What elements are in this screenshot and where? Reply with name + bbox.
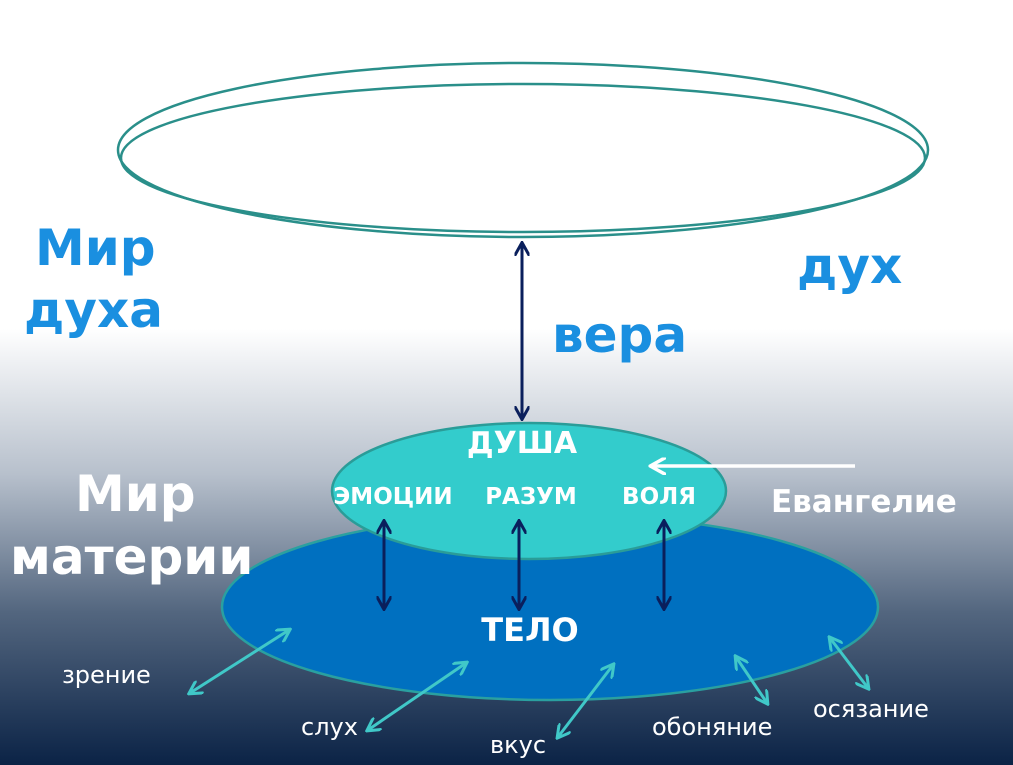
faith-label: вера — [552, 306, 687, 364]
spirit-world-line1: Мир — [35, 219, 156, 277]
sense-hearing: слух — [301, 713, 358, 741]
matter-world-line2: материи — [10, 528, 253, 586]
spirit-world-line2: духа — [24, 281, 163, 339]
touch-arrow — [830, 638, 868, 688]
gospel-label: Евангелие — [771, 484, 957, 520]
sense-smell: обоняние — [652, 713, 772, 741]
soul-mind: РАЗУМ — [485, 484, 577, 510]
spirit-ellipse — [116, 61, 930, 239]
soul-emotions: ЭМОЦИИ — [333, 484, 452, 510]
soul-title: ДУША — [467, 426, 578, 461]
sense-sight: зрение — [62, 661, 151, 689]
matter-world-line1: Мир — [75, 465, 196, 523]
soul-will: ВОЛЯ — [622, 484, 696, 510]
body-label: ТЕЛО — [481, 611, 578, 649]
sense-touch: осязание — [813, 695, 929, 723]
hearing-arrow — [368, 663, 466, 730]
soul-ellipse — [330, 421, 728, 561]
sight-arrow — [190, 630, 289, 693]
taste-arrow — [558, 665, 613, 737]
smell-arrow — [736, 657, 767, 703]
spirit-label: дух — [797, 237, 902, 295]
sense-taste: вкус — [490, 731, 546, 759]
